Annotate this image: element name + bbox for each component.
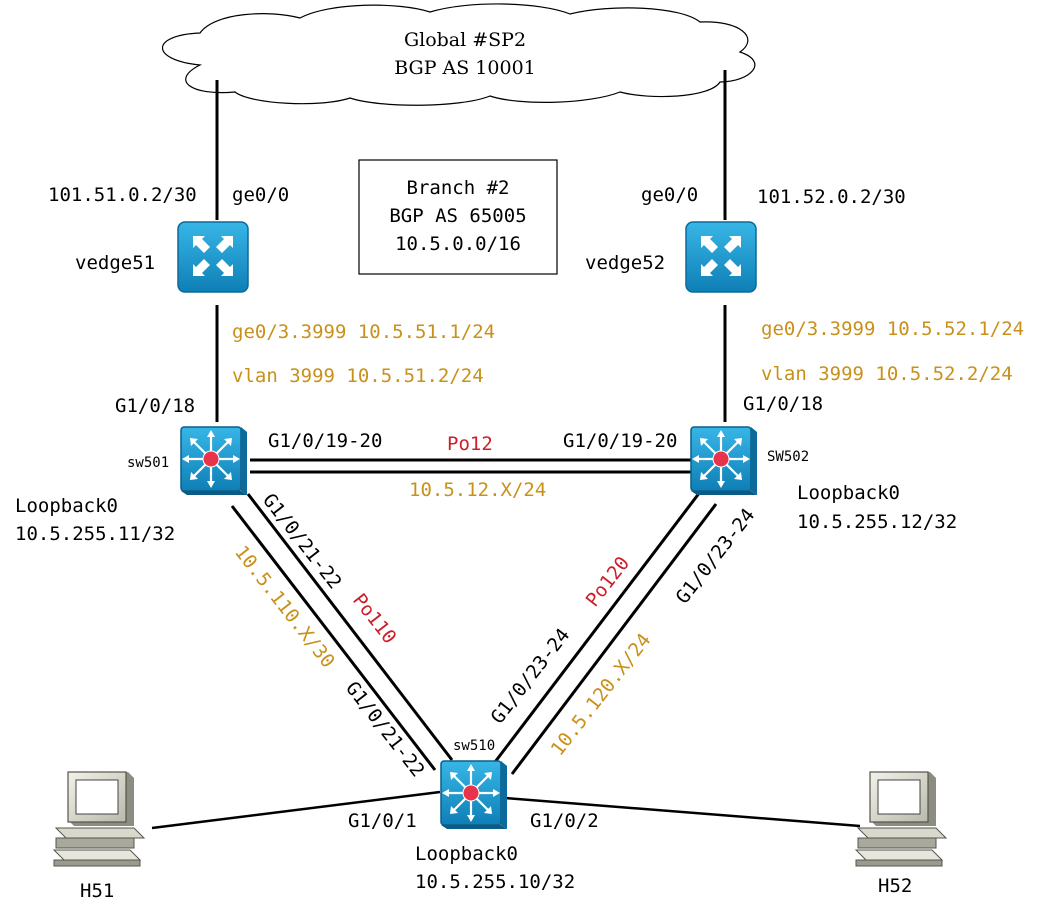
sw501-loopback-label: Loopback0 <box>15 495 118 517</box>
link-sw510-h51 <box>151 790 441 830</box>
vedge51-name: vedge51 <box>75 252 155 274</box>
sw502-loopback-ip: 10.5.255.12/32 <box>797 511 957 533</box>
link-po120-a <box>493 491 702 763</box>
vedge51-wan-if: ge0/0 <box>232 184 289 206</box>
sw502-vlan-ip: vlan 3999 10.5.52.2/24 <box>761 363 1013 385</box>
global-sp2-cloud: Global #SP2 BGP AS 10001 <box>161 3 756 106</box>
sw502-loopback-label: Loopback0 <box>797 482 900 504</box>
sw510-name: sw510 <box>453 738 495 754</box>
vedge51-router-icon[interactable] <box>177 221 249 293</box>
branch-info-box: Branch #2 BGP AS 65005 10.5.0.0/16 <box>358 159 558 275</box>
po120-name: Po120 <box>582 552 635 611</box>
vedge52-name: vedge52 <box>585 252 665 274</box>
h51-pc-icon[interactable] <box>53 771 145 867</box>
cloud-title: Global #SP2 <box>404 29 526 51</box>
po120-top-if: G1/0/23-24 <box>672 504 760 608</box>
branch-prefix: 10.5.0.0/16 <box>395 233 521 255</box>
h52-pc-icon[interactable] <box>855 771 947 867</box>
branch-title: Branch #2 <box>407 177 510 199</box>
vedge51-wan-ip: 101.51.0.2/30 <box>48 184 197 206</box>
vedge52-router-icon[interactable] <box>685 221 757 293</box>
h52-label: H52 <box>878 875 912 897</box>
sw501-name: sw501 <box>127 455 169 471</box>
cloud-as: BGP AS 10001 <box>394 57 536 79</box>
po110-bottom-if: G1/0/21-22 <box>341 678 429 782</box>
vedge52-wan-ip: 101.52.0.2/30 <box>757 186 906 208</box>
sw502-uplink-if: G1/0/18 <box>743 393 823 415</box>
po12-subnet: 10.5.12.X/24 <box>409 479 546 501</box>
link-po110-b <box>246 493 454 761</box>
po12-right-if: G1/0/19-20 <box>563 430 677 452</box>
vedge52-wan-if: ge0/0 <box>641 184 698 206</box>
h51-label: H51 <box>80 880 114 902</box>
branch-as: BGP AS 65005 <box>389 205 526 227</box>
link-sw510-h52 <box>504 796 861 828</box>
sw502-switch-icon[interactable] <box>689 425 759 497</box>
po110-name: Po110 <box>348 590 401 649</box>
vedge51-lan-if-ip: ge0/3.3999 10.5.51.1/24 <box>232 321 495 343</box>
sw510-loopback-ip: 10.5.255.10/32 <box>415 871 575 893</box>
sw510-loopback-label: Loopback0 <box>415 843 518 865</box>
po12-left-if: G1/0/19-20 <box>268 430 382 452</box>
sw501-uplink-if: G1/0/18 <box>115 395 195 417</box>
sw510-port-h51: G1/0/1 <box>348 810 417 832</box>
sw501-loopback-ip: 10.5.255.11/32 <box>15 523 175 545</box>
links <box>151 70 861 830</box>
sw502-name: SW502 <box>767 449 809 465</box>
sw510-switch-icon[interactable] <box>439 759 509 831</box>
sw501-vlan-ip: vlan 3999 10.5.51.2/24 <box>232 365 484 387</box>
po12-name: Po12 <box>447 433 493 455</box>
sw501-switch-icon[interactable] <box>179 425 249 497</box>
link-po110-a <box>230 505 437 771</box>
vedge52-lan-if-ip: ge0/3.3999 10.5.52.1/24 <box>761 318 1024 340</box>
sw510-port-h52: G1/0/2 <box>530 810 599 832</box>
link-po120-b <box>510 503 718 775</box>
